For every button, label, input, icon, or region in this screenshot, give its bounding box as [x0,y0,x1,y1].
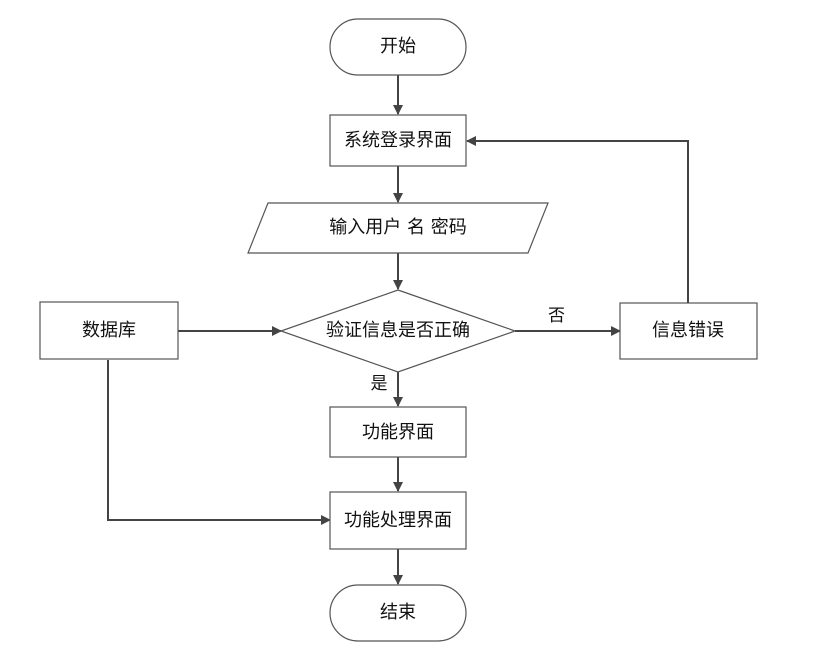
function-processing-process [329,491,467,550]
error-label: 信息错误 [652,320,724,341]
error-process [619,302,758,360]
function-processing-label: 功能处理界面 [344,510,452,531]
no-edge-label: 否 [548,306,565,326]
function-label: 功能界面 [362,422,434,443]
login-process [329,114,467,167]
start-label: 开始 [380,36,416,57]
edge-error-login [466,136,689,303]
verify-label: 验证信息是否正确 [326,320,470,341]
database-node [39,301,179,360]
database-label: 数据库 [82,320,136,341]
yes-edge-label: 是 [371,374,388,394]
start-terminal [329,18,467,76]
edge-db-process [107,360,331,525]
end-label: 结束 [380,602,416,623]
login-label: 系统登录界面 [344,130,452,151]
input-data [247,202,549,254]
end-terminal [329,584,467,642]
input-label: 输入用户 名 密码 [329,217,466,238]
function-process [329,406,467,458]
verify-decision [279,289,517,373]
